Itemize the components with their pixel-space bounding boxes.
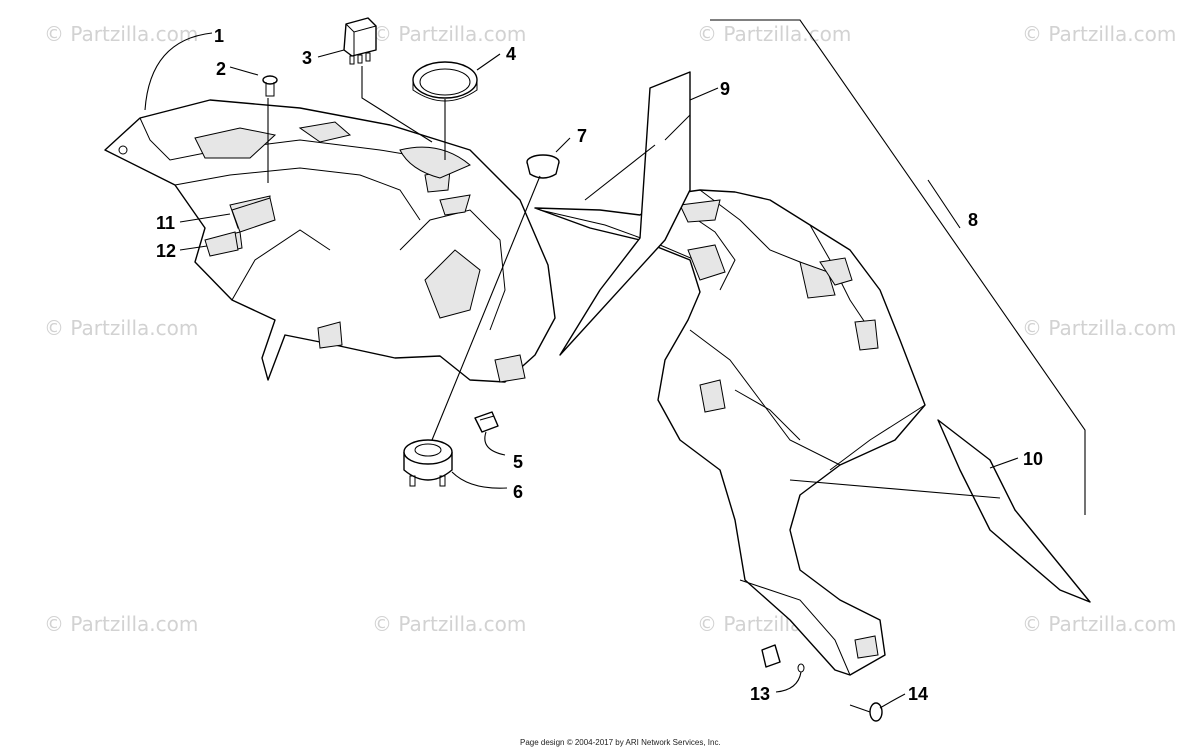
callout-11[interactable]: 11 xyxy=(156,213,175,233)
leader-10b xyxy=(789,479,1001,499)
callout-6[interactable]: 6 xyxy=(513,482,523,502)
leader-11 xyxy=(179,213,231,223)
leader-5 xyxy=(484,431,506,456)
dash-panel-left[interactable] xyxy=(104,99,556,383)
watermark: © Partzilla.com xyxy=(372,22,527,46)
leader-9 xyxy=(689,87,719,101)
leader-14 xyxy=(879,693,906,709)
leader-3 xyxy=(317,49,345,58)
leader-7b xyxy=(431,175,541,441)
leader-4 xyxy=(476,53,501,71)
clip-5[interactable] xyxy=(474,411,499,433)
callout-9[interactable]: 9 xyxy=(720,79,730,99)
switch-3[interactable] xyxy=(343,17,377,65)
callout-8[interactable]: 8 xyxy=(968,210,978,230)
leader-9b xyxy=(584,144,656,201)
watermark: © Partzilla.com xyxy=(1022,316,1177,340)
callout-13[interactable]: 13 xyxy=(750,684,770,704)
leader-10 xyxy=(989,457,1019,469)
ignition-switch-6[interactable] xyxy=(403,439,453,487)
leader-13 xyxy=(775,671,802,693)
callout-14[interactable]: 14 xyxy=(908,684,928,704)
watermark: © Partzilla.com xyxy=(1022,612,1177,636)
leader-12 xyxy=(179,245,208,251)
watermark: © Partzilla.com xyxy=(44,22,199,46)
screw-2[interactable] xyxy=(262,75,278,97)
callout-4[interactable]: 4 xyxy=(506,44,516,64)
fairing-right[interactable] xyxy=(534,189,926,676)
decal-11[interactable] xyxy=(231,197,276,233)
callout-1[interactable]: 1 xyxy=(214,26,224,46)
ring-4[interactable] xyxy=(412,61,478,102)
footer-credit: Page design © 2004-2017 by ARI Network S… xyxy=(520,738,721,747)
leader-2 xyxy=(229,66,259,76)
leader-8 xyxy=(710,19,1086,515)
leader-7 xyxy=(555,137,571,153)
callout-2[interactable]: 2 xyxy=(216,59,226,79)
decal-12[interactable] xyxy=(204,231,239,257)
clip-nut-13[interactable] xyxy=(761,644,805,673)
bezel-7[interactable] xyxy=(526,154,560,179)
callout-3[interactable]: 3 xyxy=(302,48,312,68)
callout-7[interactable]: 7 xyxy=(577,126,587,146)
leader-8b xyxy=(927,179,961,229)
screw-14[interactable] xyxy=(849,702,883,722)
callout-12[interactable]: 12 xyxy=(156,241,176,261)
watermark: © Partzilla.com xyxy=(44,612,199,636)
callout-10[interactable]: 10 xyxy=(1023,449,1043,469)
deflector-9[interactable] xyxy=(559,71,691,356)
leader-6 xyxy=(451,471,508,489)
watermark: © Partzilla.com xyxy=(372,612,527,636)
decal-10[interactable] xyxy=(937,419,1091,603)
callout-5[interactable]: 5 xyxy=(513,452,523,472)
watermark: © Partzilla.com xyxy=(44,316,199,340)
leader-1 xyxy=(144,32,213,111)
leader-3b xyxy=(361,66,433,143)
watermark: © Partzilla.com xyxy=(697,22,852,46)
watermark: © Partzilla.com xyxy=(1022,22,1177,46)
